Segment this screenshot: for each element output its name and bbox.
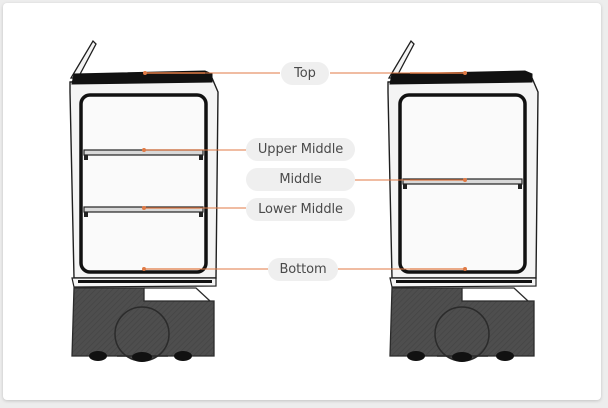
label-middle: Middle [246, 168, 355, 191]
label-bottom: Bottom [268, 258, 338, 281]
robot-three-shelf [387, 39, 539, 362]
label-upper-middle: Upper Middle [246, 138, 355, 161]
label-top: Top [281, 62, 329, 85]
label-lower-middle: Lower Middle [246, 198, 355, 221]
connector-lines [200, 72, 410, 270]
robot-four-shelf [69, 39, 219, 362]
